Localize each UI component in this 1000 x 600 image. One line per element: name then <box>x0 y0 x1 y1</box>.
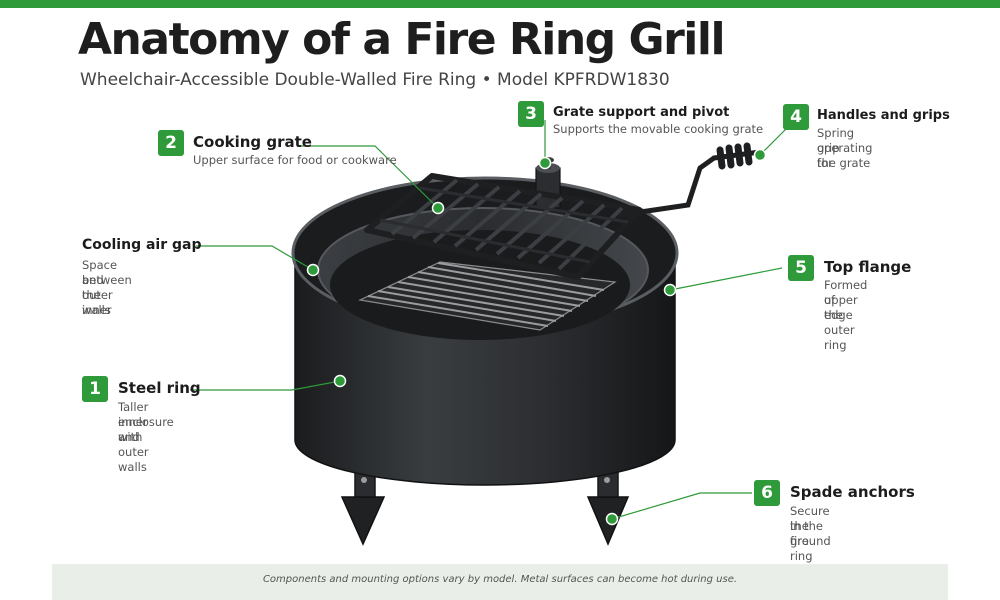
callout-title: Top flange <box>824 258 912 276</box>
leader-lines <box>190 120 788 520</box>
leader-dot-4 <box>753 148 767 162</box>
leader-dot-5 <box>663 283 677 297</box>
page-title: Anatomy of a Fire Ring Grill <box>78 14 726 65</box>
leader-line-cooling <box>196 245 314 271</box>
callout-badge-2: 2 <box>158 130 184 156</box>
callout-badge-5: 5 <box>788 255 814 281</box>
callout-title: Steel ring <box>118 379 201 397</box>
callout-badge-6: 6 <box>754 480 780 506</box>
top-accent-bar <box>0 0 1000 8</box>
cooking-grate <box>364 173 642 280</box>
callout-description-line: inner and outer walls <box>118 415 149 474</box>
page-subtitle: Wheelchair-Accessible Double-Walled Fire… <box>80 70 670 90</box>
callout-title: Cooling air gap <box>82 237 202 253</box>
callout-description-line: Space between the inner <box>82 258 132 317</box>
leader-dot-6 <box>605 512 619 526</box>
callout-description-line: Formed upper edge <box>824 278 868 322</box>
callout-description-line: of the outer ring <box>824 293 855 352</box>
leader-line-2 <box>300 145 439 209</box>
callout-title: Grate support and pivot <box>553 105 730 120</box>
callout-description-line: and outer walls <box>82 273 113 317</box>
callout-description-line: Spring grip for <box>817 126 855 170</box>
leader-dots <box>306 148 767 526</box>
lower-grate <box>358 261 617 331</box>
callout-description-line: Secure the fire ring <box>790 504 830 563</box>
callout-title: Spade anchors <box>790 483 915 501</box>
leader-line-6 <box>611 492 752 520</box>
callout-description-line: operating the grate <box>817 141 873 170</box>
grate-handle <box>617 142 763 218</box>
callout-description-line: Supports the movable cooking grate <box>553 122 764 136</box>
leader-line-1 <box>190 380 341 391</box>
callout-badge-1: 1 <box>82 376 108 402</box>
leader-dot-2 <box>431 201 445 215</box>
callout-badge-3: 3 <box>518 101 544 127</box>
footer-note: Components and mounting options vary by … <box>262 574 738 585</box>
leader-dot-1 <box>333 374 347 388</box>
callout-title: Cooking grate <box>193 133 312 151</box>
leader-dot-cooling <box>306 263 320 277</box>
leader-dot-3 <box>538 156 552 170</box>
callout-title: Handles and grips <box>817 108 950 123</box>
leader-line-4 <box>759 127 788 156</box>
callout-description-line: in the ground <box>790 519 831 548</box>
leader-line-5 <box>669 267 783 291</box>
callout-badge-4: 4 <box>783 104 809 130</box>
callout-description-line: Upper surface for food or cookware <box>193 153 397 167</box>
footer-note-bar: Components and mounting options vary by … <box>52 564 948 600</box>
callout-description-line: Taller enclosure with <box>118 400 174 444</box>
